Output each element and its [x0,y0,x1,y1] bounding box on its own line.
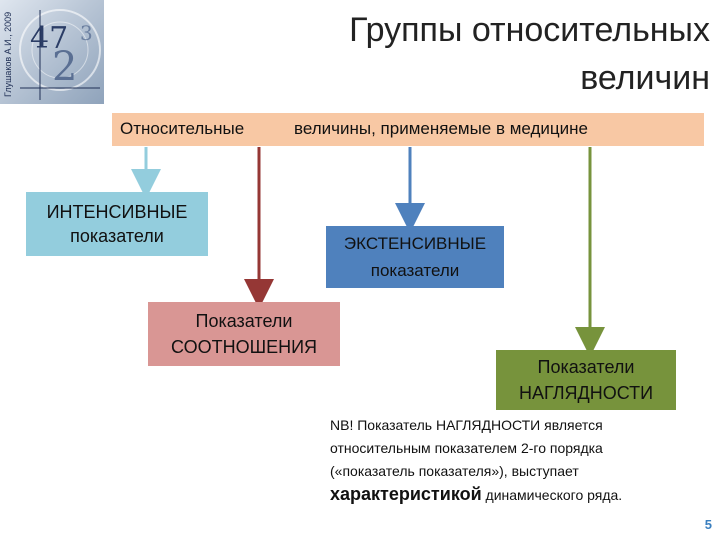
intensive-box: ИНТЕНСИВНЫЕ показатели [26,192,208,256]
intens-title: ИНТЕНСИВНЫЕ [47,200,188,224]
note-line-1: NB! Показатель НАГЛЯДНОСТИ является [330,414,690,437]
note-line-3: («показатель показателя»), выступает [330,460,690,483]
extensive-box: ЭКСТЕНСИВНЫЕ показатели [326,226,504,288]
ratio-box: Показатели СООТНОШЕНИЯ [148,302,340,366]
extens-title: ЭКСТЕНСИВНЫЕ [344,230,486,257]
nagl-subtitle: НАГЛЯДНОСТИ [519,380,653,406]
nagl-title: Показатели [538,354,635,380]
note-big-word: характеристикой [330,484,482,504]
sootn-title: Показатели [196,308,293,334]
visibility-box: Показатели НАГЛЯДНОСТИ [496,350,676,410]
sootn-subtitle: СООТНОШЕНИЯ [171,334,317,360]
note-end-text: динамического ряда. [482,487,623,503]
page-number: 5 [705,517,712,532]
note-line-4: характеристикой динамического ряда. [330,483,690,507]
note-line-2: относительным показателем 2-го порядка [330,437,690,460]
nb-note: NB! Показатель НАГЛЯДНОСТИ является отно… [330,414,690,507]
extens-subtitle: показатели [371,257,460,284]
intens-subtitle: показатели [70,224,164,248]
